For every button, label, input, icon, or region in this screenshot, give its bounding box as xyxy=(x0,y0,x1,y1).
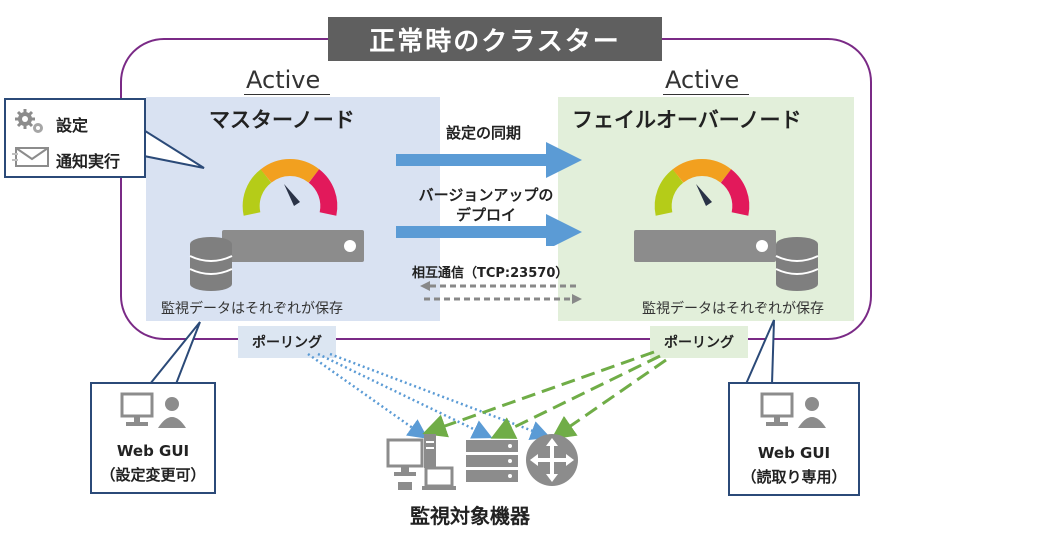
poll-line-failover-router xyxy=(551,358,667,440)
master-server-icon xyxy=(222,230,364,262)
failover-active-label: Active xyxy=(665,66,740,94)
master-gauge-icon xyxy=(242,159,338,216)
right-web-gui-callout: Web GUI （読取り専用） xyxy=(728,382,860,496)
diagram-title: 正常時のクラスター xyxy=(328,17,662,61)
master-active-underline xyxy=(244,94,330,95)
right-gui-callout-tail xyxy=(744,319,775,385)
failover-active-underline xyxy=(663,94,749,95)
failover-storage-note: 監視データはそれぞれが保存 xyxy=(642,301,824,317)
gears-icon xyxy=(15,109,43,133)
router-icon xyxy=(526,434,578,486)
deploy-label-line2: デプロイ xyxy=(455,206,516,224)
left-gui-callout-tail xyxy=(147,321,201,385)
settings-label: 設定 xyxy=(56,116,89,135)
sync-label: 設定の同期 xyxy=(446,124,522,142)
sync-arrow xyxy=(396,142,582,178)
monitored-devices-label: 監視対象機器 xyxy=(410,504,530,528)
user-pc-icon xyxy=(120,392,186,428)
failover-database-icon xyxy=(775,237,819,291)
failover-server-icon xyxy=(634,230,776,262)
right-gui-line1: Web GUI xyxy=(757,444,831,462)
master-storage-note: 監視データはそれぞれが保存 xyxy=(161,301,343,317)
failover-node-title: フェイルオーバーノード xyxy=(572,108,802,132)
failover-gauge-icon xyxy=(654,159,750,216)
left-gui-line2: （設定変更可） xyxy=(100,466,206,484)
poll-line-master-pc xyxy=(307,352,429,439)
master-database-icon xyxy=(189,237,233,291)
deploy-label-line1: バージョンアップの xyxy=(418,186,554,204)
settings-callout: 設定 通知実行 xyxy=(4,98,146,178)
left-web-gui-callout: Web GUI （設定変更可） xyxy=(90,382,216,494)
mail-icon xyxy=(12,147,49,167)
failover-polling-label: ポーリング xyxy=(650,326,748,358)
poll-line-failover-server xyxy=(490,354,661,439)
notify-label: 通知実行 xyxy=(56,152,121,171)
master-node-title: マスターノード xyxy=(209,108,355,132)
mutual-comm-label: 相互通信（TCP:23570） xyxy=(412,266,569,281)
left-gui-line1: Web GUI xyxy=(116,442,190,460)
user-pc-icon xyxy=(760,392,826,428)
poll-line-master-router xyxy=(329,352,551,441)
pc-devices-icon xyxy=(386,434,456,490)
sync-arrows xyxy=(396,142,582,246)
poll-line-master-server xyxy=(317,352,493,439)
master-polling-label: ポーリング xyxy=(238,326,336,358)
master-active-label: Active xyxy=(246,66,321,94)
deploy-arrow xyxy=(396,214,582,246)
mutual-comm-arrows xyxy=(420,281,582,304)
right-gui-line2: （読取り専用） xyxy=(741,468,847,486)
poll-line-failover-pc xyxy=(422,350,655,438)
server-rack-icon xyxy=(466,440,518,482)
